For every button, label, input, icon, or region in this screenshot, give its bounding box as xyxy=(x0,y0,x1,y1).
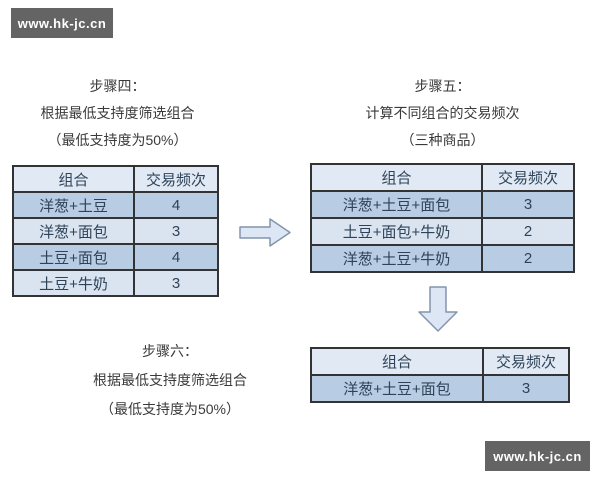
step6-table: 组合 交易频次 洋葱+土豆+面包 3 xyxy=(310,347,570,403)
table-row: 洋葱+土豆+面包 3 xyxy=(310,190,575,219)
down-arrow-icon xyxy=(417,286,459,338)
watermark-top-left: www.hk-jc.cn xyxy=(11,8,113,38)
table-header-row: 组合 交易频次 xyxy=(310,163,575,192)
table-header-cell: 交易频次 xyxy=(481,163,575,192)
step5-title-line2: 计算不同组合的交易频次 xyxy=(365,105,520,121)
table-header-cell: 组合 xyxy=(12,165,135,193)
table-row: 土豆+牛奶 3 xyxy=(12,269,219,297)
step5-title-line3: （三种商品） xyxy=(400,132,485,148)
table-cell: 4 xyxy=(133,243,219,271)
table-row: 洋葱+面包 3 xyxy=(12,217,219,245)
step6-title-line2: 根据最低支持度筛选组合 xyxy=(93,372,247,388)
table-header-row: 组合 交易频次 xyxy=(310,347,570,376)
table-cell: 洋葱+土豆 xyxy=(12,191,135,219)
table-cell: 洋葱+土豆+面包 xyxy=(310,190,483,219)
step4-title: 步骤四： 根据最低支持度筛选组合 （最低支持度为50%） xyxy=(10,73,225,154)
table-header-cell: 组合 xyxy=(310,163,483,192)
step5-title: 步骤五： 计算不同组合的交易频次 （三种商品） xyxy=(325,73,560,154)
table-header-cell: 组合 xyxy=(310,347,484,376)
right-arrow-icon xyxy=(239,217,292,253)
table-cell: 洋葱+土豆+面包 xyxy=(310,374,484,403)
table-cell: 3 xyxy=(482,374,570,403)
table-row: 洋葱+土豆+牛奶 2 xyxy=(310,244,575,273)
table-cell: 土豆+面包 xyxy=(12,243,135,271)
step4-title-line1: 步骤四： xyxy=(89,78,146,94)
table-cell: 洋葱+面包 xyxy=(12,217,135,245)
table-cell: 4 xyxy=(133,191,219,219)
table-row: 洋葱+土豆 4 xyxy=(12,191,219,219)
step6-title-line3: （最低支持度为50%） xyxy=(99,401,241,417)
step4-title-line2: 根据最低支持度筛选组合 xyxy=(40,105,195,121)
watermark-bottom-right: www.hk-jc.cn xyxy=(485,441,590,471)
table-row: 土豆+面包+牛奶 2 xyxy=(310,217,575,246)
watermark-text: www.hk-jc.cn xyxy=(493,448,582,464)
step5-table: 组合 交易频次 洋葱+土豆+面包 3 土豆+面包+牛奶 2 洋葱+土豆+牛奶 2 xyxy=(310,163,575,273)
table-row: 土豆+面包 4 xyxy=(12,243,219,271)
table-cell: 2 xyxy=(481,217,575,246)
step4-table: 组合 交易频次 洋葱+土豆 4 洋葱+面包 3 土豆+面包 4 土豆+牛奶 3 xyxy=(12,165,219,297)
table-cell: 3 xyxy=(133,269,219,297)
table-header-row: 组合 交易频次 xyxy=(12,165,219,193)
watermark-text: www.hk-jc.cn xyxy=(17,15,107,31)
table-header-cell: 交易频次 xyxy=(133,165,219,193)
table-cell: 洋葱+土豆+牛奶 xyxy=(310,244,483,273)
step4-title-line3: （最低支持度为50%） xyxy=(47,132,188,148)
table-header-cell: 交易频次 xyxy=(482,347,570,376)
step6-title-line1: 步骤六： xyxy=(142,343,198,359)
table-cell: 土豆+面包+牛奶 xyxy=(310,217,483,246)
table-cell: 2 xyxy=(481,244,575,273)
step6-title: 步骤六： 根据最低支持度筛选组合 （最低支持度为50%） xyxy=(60,337,280,424)
table-cell: 3 xyxy=(133,217,219,245)
table-row: 洋葱+土豆+面包 3 xyxy=(310,374,570,403)
table-cell: 3 xyxy=(481,190,575,219)
step5-title-line1: 步骤五： xyxy=(414,78,471,94)
table-cell: 土豆+牛奶 xyxy=(12,269,135,297)
